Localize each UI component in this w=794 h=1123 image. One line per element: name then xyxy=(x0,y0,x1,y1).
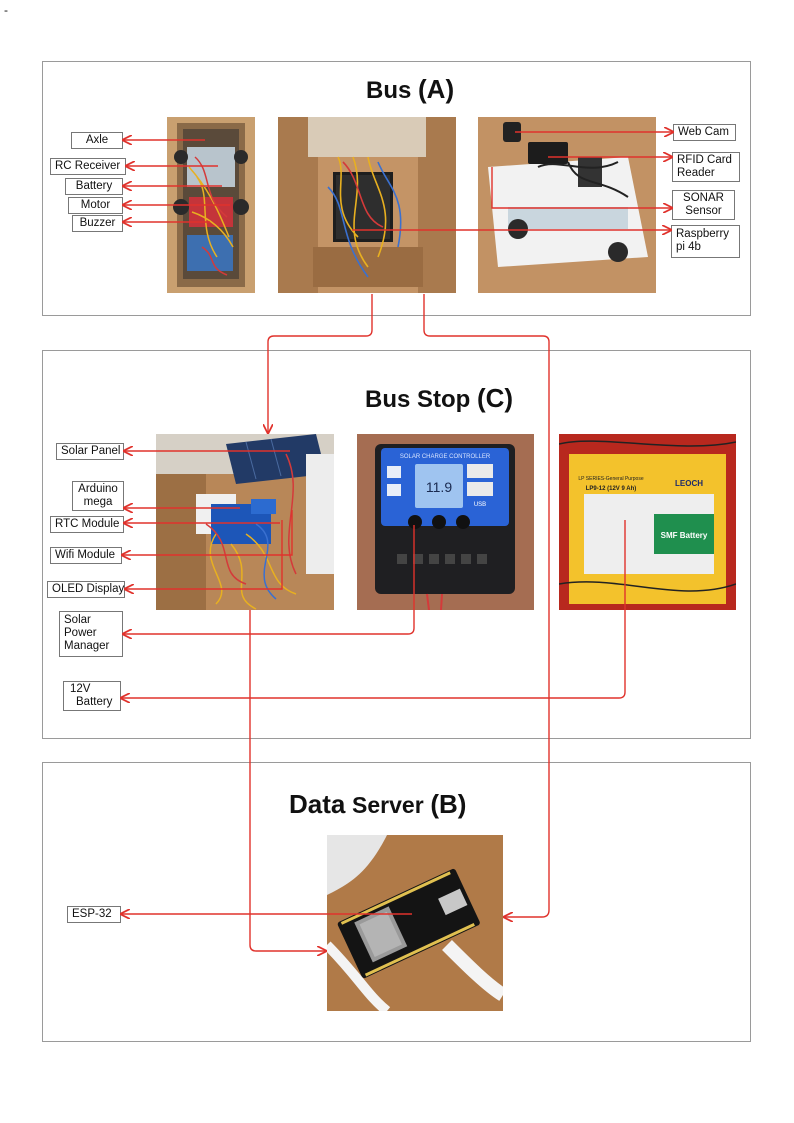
label-rc-receiver: RC Receiver xyxy=(50,158,126,175)
corner-mark: - xyxy=(4,3,8,17)
rpi-line2: pi 4b xyxy=(676,241,701,253)
bat12-line2: Battery xyxy=(76,696,113,708)
spm-line3: Manager xyxy=(64,640,110,652)
label-wifi-module: Wifi Module xyxy=(50,547,122,564)
connector-solar-power-manager xyxy=(123,525,415,634)
esp32-photo xyxy=(327,835,503,1011)
label-rfid-card-reader: RFID Card Reader xyxy=(672,152,740,182)
label-12v-battery: 12V Battery xyxy=(63,681,121,711)
connector-bus-to-busstop xyxy=(268,294,373,433)
data-server-title: Data Server (B) xyxy=(289,789,466,820)
data-server-title-sub: Server xyxy=(352,792,424,818)
rpi-line1: Raspberry xyxy=(676,228,730,240)
bus-body-photo xyxy=(478,117,656,293)
label-oled-display: OLED Display xyxy=(47,581,125,598)
battery-type-text: SMF Battery xyxy=(661,531,708,540)
connector-busstop-to-server xyxy=(249,610,326,951)
label-buzzer: Buzzer xyxy=(72,215,123,232)
bus-title: Bus (A) xyxy=(366,74,454,105)
label-rtc-module: RTC Module xyxy=(50,516,124,533)
controller-reading: 11.9 xyxy=(426,479,452,495)
controller-usb: USB xyxy=(474,502,486,508)
battery-brand-text: LEOCH xyxy=(675,479,703,488)
label-battery: Battery xyxy=(65,178,123,195)
connector-wifi xyxy=(122,510,293,555)
connector-bus-to-server xyxy=(423,294,550,917)
label-raspberry-pi: Raspberry pi 4b xyxy=(671,225,740,258)
label-sonar-sensor: SONAR Sensor xyxy=(672,190,735,220)
label-arduino-mega: Arduino mega xyxy=(72,481,124,511)
bat12-line1: 12V xyxy=(70,683,91,695)
connector-12v-battery xyxy=(121,520,626,698)
battery-series-text: LP SERIES-General Purpose xyxy=(578,476,643,482)
connector-sonar xyxy=(491,167,672,208)
bus-title-main: Bus xyxy=(366,77,412,104)
bus-title-code: (A) xyxy=(418,74,455,104)
label-solar-panel: Solar Panel xyxy=(56,443,124,460)
bus-stop-wiring-photo xyxy=(156,434,334,610)
sonar-line1: SONAR xyxy=(683,192,724,204)
label-solar-power-manager: Solar Power Manager xyxy=(59,611,123,657)
arduino-line2: mega xyxy=(83,496,113,508)
rfid-line2: Reader xyxy=(677,167,715,179)
spm-line2: Power xyxy=(64,627,97,639)
rfid-line1: RFID Card xyxy=(677,154,732,166)
bus-stop-title: Bus Stop (C) xyxy=(365,383,513,414)
label-web-cam: Web Cam xyxy=(673,124,736,141)
sonar-line2: Sensor xyxy=(685,205,722,217)
battery-model-text: LP9-12 (12V 9 Ah) xyxy=(586,486,636,492)
data-server-title-code: (B) xyxy=(430,789,467,819)
bus-stop-title-code: (C) xyxy=(477,383,514,413)
arduino-line1: Arduino xyxy=(78,483,118,495)
battery-12v-photo: SMF Battery LP SERIES-General Purpose LP… xyxy=(559,434,736,610)
bus-interior-photo xyxy=(278,117,456,293)
controller-header: SOLAR CHARGE CONTROLLER xyxy=(400,454,491,460)
spm-line1: Solar xyxy=(64,614,91,626)
solar-controller-photo: SOLAR CHARGE CONTROLLER 11.9 USB xyxy=(357,434,534,610)
bus-stop-title-main: Bus Stop xyxy=(365,386,471,413)
label-motor: Motor xyxy=(68,197,123,214)
connector-oled xyxy=(125,520,283,589)
data-server-title-main: Data xyxy=(289,789,346,819)
